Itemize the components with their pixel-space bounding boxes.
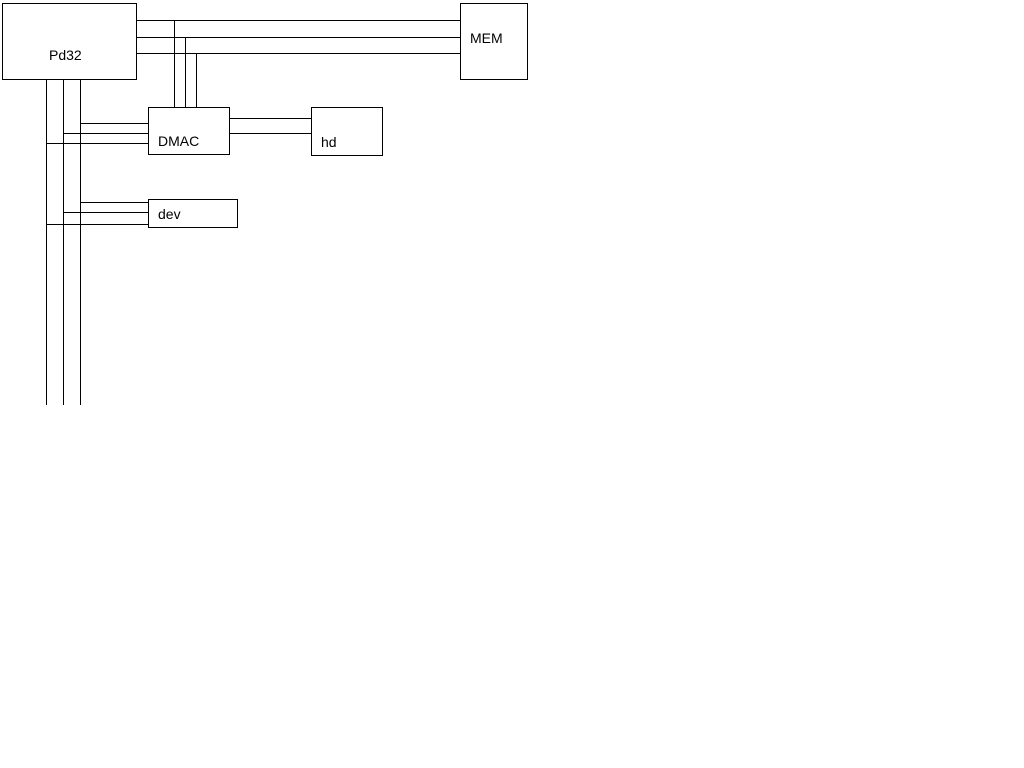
- dmac-label: DMAC: [158, 133, 199, 149]
- memory-label: MEM: [470, 30, 503, 46]
- cpu-label: Pd32: [49, 47, 82, 63]
- dmac-box: [148, 107, 230, 155]
- dmac-disk-connection: [230, 118, 311, 134]
- disk-block: hd: [311, 107, 383, 156]
- memory-block: MEM: [460, 3, 528, 80]
- memory-box: [460, 3, 528, 80]
- device-box: [148, 199, 238, 228]
- dmac-block: DMAC: [148, 107, 230, 155]
- device-label: dev: [158, 206, 181, 222]
- disk-box: [311, 107, 383, 156]
- dmac-io-connection: [46, 123, 148, 144]
- io-bus: [46, 80, 81, 405]
- device-io-connection: [46, 202, 148, 225]
- disk-label: hd: [321, 134, 337, 150]
- cpu-block: Pd32: [2, 3, 137, 80]
- dmac-memory-connection: [174, 20, 197, 107]
- cpu-box: [2, 3, 137, 80]
- device-block: dev: [148, 199, 238, 228]
- memory-bus: [137, 20, 460, 54]
